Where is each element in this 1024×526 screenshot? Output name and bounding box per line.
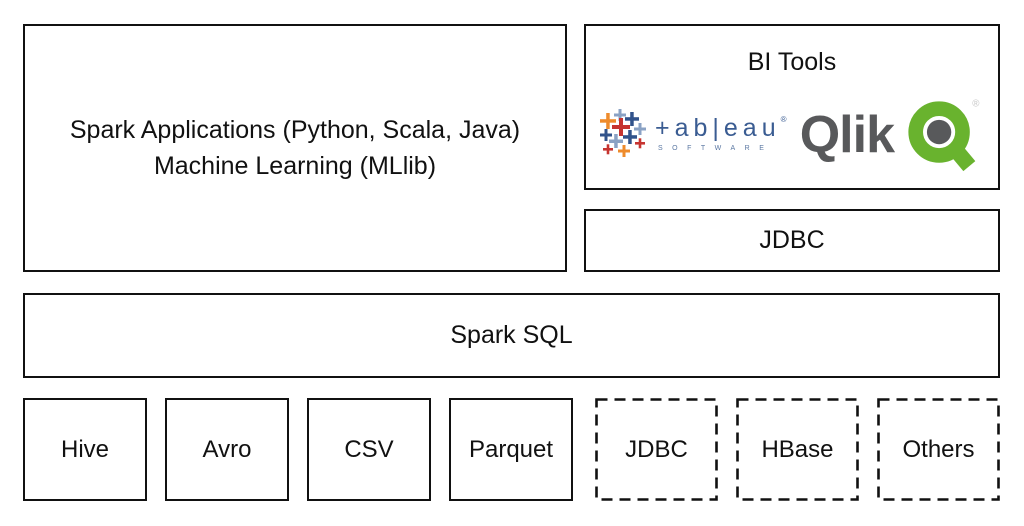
bi-tools-logos: +ab|eau® SOFTWARE Qlik ® — [586, 93, 998, 175]
tableau-wordmark: +ab|eau® — [655, 116, 787, 141]
spark-applications-label-line1: Spark Applications (Python, Scala, Java) — [69, 116, 521, 144]
tableau-logo: +ab|eau® SOFTWARE — [600, 109, 787, 159]
source-label-csv: CSV — [344, 435, 394, 463]
tableau-registered-mark: ® — [780, 115, 787, 124]
spark-applications-label-line2: Machine Learning (MLlib) — [153, 152, 437, 180]
source-box-hive: Hive — [23, 398, 147, 501]
spark-applications-box: Spark Applications (Python, Scala, Java)… — [23, 24, 567, 272]
tableau-subtext: SOFTWARE — [658, 145, 774, 152]
spark-sql-box: Spark SQL — [23, 293, 1000, 378]
qlik-q-icon: ® — [908, 99, 980, 172]
jdbc-connector-box: JDBC — [584, 209, 1000, 272]
source-box-avro: Avro — [165, 398, 289, 501]
source-box-parquet: Parquet — [449, 398, 573, 501]
tableau-wordmark-text: +ab|eau — [655, 114, 781, 142]
tableau-wordmark-group: +ab|eau® SOFTWARE — [655, 116, 787, 153]
source-label-hive: Hive — [60, 435, 109, 463]
source-box-others: Others — [877, 398, 1000, 501]
source-label-others: Others — [902, 435, 975, 463]
dashed-border — [877, 398, 1000, 501]
jdbc-connector-label: JDBC — [759, 226, 825, 254]
source-label-hbase: HBase — [761, 435, 834, 463]
qlik-wordmark: Qlik — [799, 106, 895, 164]
source-label-parquet: Parquet — [468, 435, 554, 463]
dashed-border — [736, 398, 859, 501]
bi-tools-box: BI Tools — [584, 24, 1000, 190]
source-label-avro: Avro — [202, 435, 252, 463]
source-label-jdbc: JDBC — [625, 435, 688, 463]
source-box-jdbc: JDBC — [595, 398, 718, 501]
source-box-csv: CSV — [307, 398, 431, 501]
qlik-registered-mark: ® — [972, 99, 980, 110]
spark-sql-label: Spark SQL — [450, 321, 573, 349]
source-box-hbase: HBase — [736, 398, 859, 501]
dashed-border — [595, 398, 718, 501]
qlik-logo: Qlik ® — [800, 93, 982, 175]
tableau-plus-cluster-icon — [600, 109, 646, 157]
bi-tools-title: BI Tools — [747, 48, 837, 76]
